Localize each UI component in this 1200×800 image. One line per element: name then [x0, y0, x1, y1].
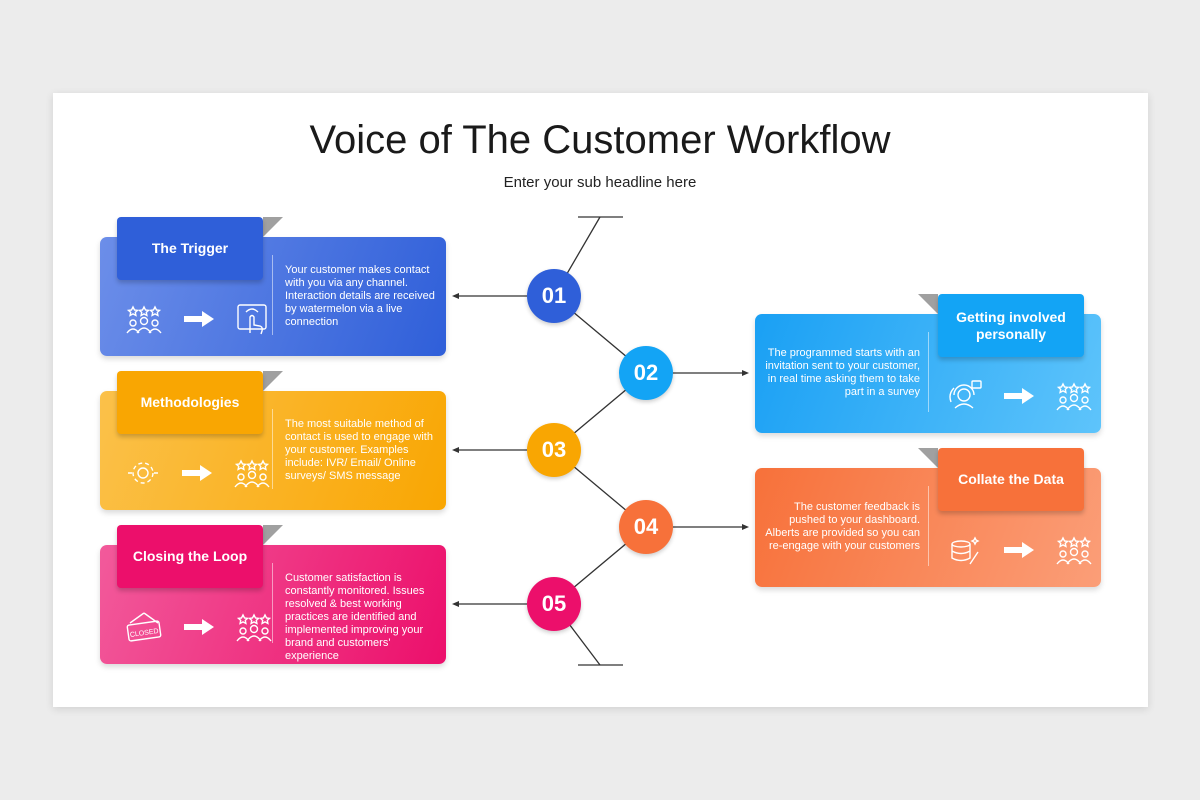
step-number-03: 03: [527, 423, 581, 477]
step-number-05: 05: [527, 577, 581, 631]
customers-rating-icon: [236, 611, 272, 643]
step-icons: CLOSED: [126, 611, 272, 643]
divider: [272, 563, 273, 643]
arrow-right-icon: [1004, 388, 1034, 404]
touch-screen-icon: [236, 303, 268, 335]
arrow-right-icon: [184, 619, 214, 635]
subtitle: Enter your sub headline here: [503, 174, 697, 191]
fold-shadow: [918, 294, 938, 314]
fold-shadow: [918, 448, 938, 468]
customers-rating-icon: [126, 303, 162, 335]
arrow-right-icon: [1004, 542, 1034, 558]
divider: [928, 332, 929, 412]
step-number-04: 04: [619, 500, 673, 554]
step-icons: [948, 380, 1092, 412]
svg-text:CLOSED: CLOSED: [130, 628, 159, 639]
closed-sign-icon: CLOSED: [126, 611, 162, 643]
step-description-01: Your customer makes contact with you via…: [285, 264, 435, 328]
step-title-04: Collate the Data: [938, 448, 1084, 511]
divider: [272, 255, 273, 335]
fold-shadow: [263, 371, 283, 391]
step-icons: [126, 457, 270, 489]
step-description-03: The most suitable method of contact is u…: [285, 418, 433, 482]
arrow-right-icon: [184, 311, 214, 327]
page-title: Voice of The Customer Workflow: [309, 118, 891, 162]
database-clean-icon: [948, 534, 982, 566]
customers-rating-icon: [234, 457, 270, 489]
arrow-right-icon: [182, 465, 212, 481]
step-title-05: Closing the Loop: [117, 525, 263, 588]
step-number-01: 01: [527, 269, 581, 323]
step-title-01: The Trigger: [117, 217, 263, 280]
fold-shadow: [263, 217, 283, 237]
gear-icon: [126, 457, 160, 489]
divider: [928, 486, 929, 566]
step-description-05: Customer satisfaction is constantly moni…: [285, 572, 425, 662]
fold-shadow: [263, 525, 283, 545]
step-title-02: Getting involved personally: [938, 294, 1084, 357]
customers-rating-icon: [1056, 534, 1092, 566]
step-description-02: The programmed starts with an invitation…: [765, 347, 920, 398]
divider: [272, 409, 273, 489]
step-icons: [948, 534, 1092, 566]
step-title-03: Methodologies: [117, 371, 263, 434]
step-number-02: 02: [619, 346, 673, 400]
customer-support-icon: [948, 380, 982, 412]
customers-rating-icon: [1056, 380, 1092, 412]
step-description-04: The customer feedback is pushed to your …: [765, 501, 920, 552]
step-icons: [126, 303, 268, 335]
